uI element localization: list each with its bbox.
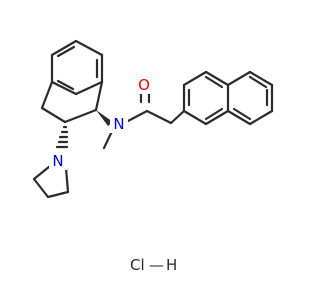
bond xyxy=(226,109,252,126)
pyrrolidine-nitrogen-label: N xyxy=(52,152,63,170)
bond xyxy=(182,109,208,126)
bond xyxy=(248,70,274,87)
bond xyxy=(232,107,252,121)
bond xyxy=(204,75,224,89)
salt-dash: — xyxy=(149,256,164,274)
bond xyxy=(248,109,274,126)
bond xyxy=(74,39,104,57)
hydrogen-label: H xyxy=(166,256,177,274)
bond xyxy=(40,80,54,110)
bond xyxy=(50,39,78,57)
bond xyxy=(204,107,224,121)
molecule-diagram: O N N Cl — H xyxy=(32,39,274,274)
chlorine-label: Cl xyxy=(130,256,145,274)
hashed-bond xyxy=(55,125,69,149)
bond xyxy=(64,166,70,194)
bond xyxy=(94,80,104,112)
amide-nitrogen-label-background xyxy=(110,115,128,133)
amide-nitrogen-label: N xyxy=(113,115,124,133)
wedge-bond xyxy=(96,110,113,126)
bond xyxy=(46,190,70,199)
bond xyxy=(226,70,252,87)
bond xyxy=(56,45,76,58)
bond xyxy=(126,109,149,123)
bond xyxy=(40,106,67,124)
bond xyxy=(204,109,230,126)
bond xyxy=(56,79,75,91)
bond xyxy=(204,70,230,87)
bond xyxy=(145,109,173,125)
bond xyxy=(32,177,50,199)
pyrrolidine-nitrogen-label-background xyxy=(49,152,67,170)
bond xyxy=(248,75,268,89)
oxygen-label: O xyxy=(138,76,150,94)
oxygen-label-background xyxy=(135,76,153,94)
bond xyxy=(182,70,208,87)
bond xyxy=(74,80,104,96)
bond xyxy=(169,109,186,125)
structure-drawing: O N N Cl — H xyxy=(32,39,274,274)
bond xyxy=(63,108,98,124)
bond xyxy=(50,80,78,96)
